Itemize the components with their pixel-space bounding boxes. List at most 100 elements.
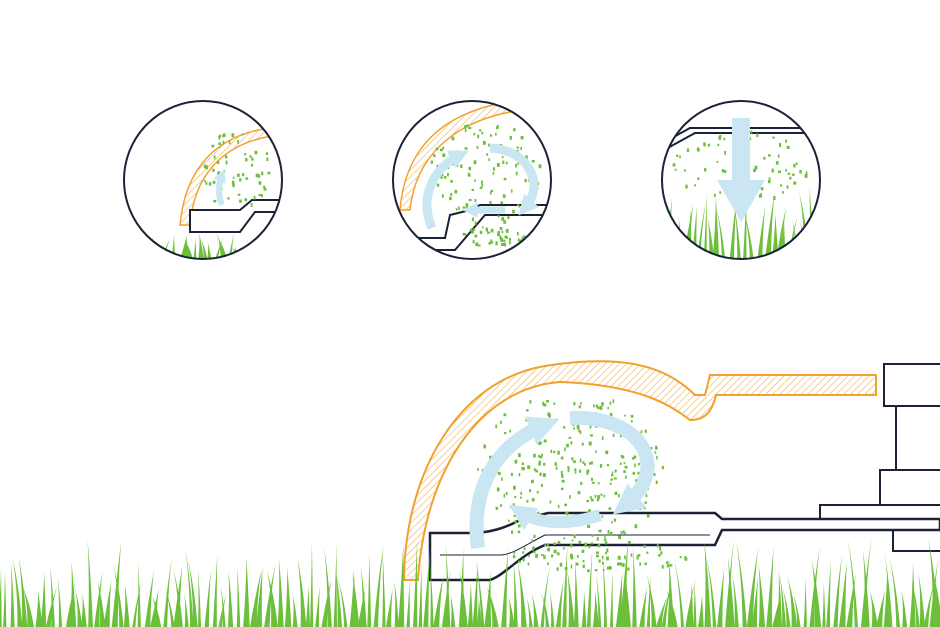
grass-blade [185, 549, 194, 627]
clipping [513, 551, 516, 555]
clipping [499, 226, 503, 231]
clipping [464, 147, 468, 150]
clipping [464, 128, 467, 133]
clipping [684, 557, 688, 561]
grass-blade [673, 557, 685, 627]
clipping [656, 455, 658, 460]
grass-blade [197, 568, 202, 627]
grass-blade [486, 586, 499, 627]
clipping [554, 462, 557, 466]
grass-blade [212, 553, 218, 627]
clipping [487, 231, 491, 234]
grass-blade [111, 541, 122, 627]
housing-section [399, 101, 523, 211]
grass-clippings [430, 124, 542, 247]
clipping [567, 466, 570, 469]
grass-blade [678, 214, 683, 259]
grass-blade [909, 563, 916, 627]
clipping [218, 142, 221, 145]
clipping [591, 481, 595, 484]
clipping [618, 494, 620, 498]
clipping [760, 187, 764, 191]
grass-blade [10, 561, 15, 627]
grass-blade [204, 569, 212, 627]
clipping [597, 543, 601, 548]
clipping [684, 556, 687, 559]
clipping [505, 236, 508, 239]
grass-blade [467, 582, 473, 627]
clipping [553, 402, 556, 405]
grass-blade [137, 561, 141, 627]
grass-blade [541, 592, 550, 627]
clipping [548, 413, 551, 418]
clipping [601, 436, 604, 441]
clipping [529, 400, 532, 404]
grass-blade [540, 565, 551, 627]
grass-blade [693, 581, 697, 627]
clipping [517, 162, 519, 165]
clipping [805, 171, 808, 175]
clipping [578, 540, 582, 544]
clipping [599, 529, 602, 533]
clipping [608, 507, 612, 510]
clipping [570, 441, 573, 445]
grass-blade [216, 232, 225, 259]
clipping [449, 196, 452, 201]
grass-blade [923, 583, 935, 627]
clipping [582, 461, 585, 465]
clipping [513, 128, 516, 132]
clipping [489, 455, 492, 459]
clipping [578, 429, 580, 433]
clipping [703, 142, 706, 147]
clipping [500, 243, 504, 246]
grass-blade [883, 568, 890, 627]
clipping [614, 491, 618, 495]
clipping [598, 559, 601, 563]
clipping [533, 468, 537, 471]
grass-blade [35, 589, 43, 627]
clipping [575, 562, 579, 566]
grass-blade [323, 547, 332, 627]
clipping [574, 468, 577, 472]
clipping [595, 554, 599, 558]
clipping [486, 153, 489, 156]
clipping [652, 473, 656, 476]
clipping [529, 420, 533, 424]
clipping [568, 436, 572, 439]
clipping [723, 170, 727, 173]
clipping [500, 201, 504, 205]
clipping [538, 455, 541, 458]
clipping [777, 154, 780, 158]
clipping [550, 449, 553, 453]
clipping [218, 134, 222, 138]
grass-blade [705, 554, 717, 627]
clipping [245, 177, 249, 180]
clipping [553, 542, 557, 545]
clipping [473, 228, 476, 231]
clipping [507, 216, 510, 220]
clipping [665, 561, 669, 564]
clipping [601, 555, 604, 560]
detail-panel-deposit [661, 100, 821, 260]
grass-blade [49, 564, 55, 627]
clipping [254, 150, 258, 155]
clipping [239, 199, 242, 203]
clipping [441, 173, 444, 177]
clipping [241, 133, 244, 136]
clipping [573, 401, 576, 406]
grass-blade [333, 543, 337, 627]
clipping [697, 149, 700, 152]
clipping [490, 228, 493, 233]
clipping [640, 430, 643, 434]
clipping [549, 500, 552, 504]
clipping [601, 515, 604, 518]
clipping [253, 195, 256, 200]
clipping [638, 507, 642, 510]
grass-blade [184, 593, 189, 627]
clipping [462, 206, 466, 209]
clipping [490, 189, 494, 192]
clipping [599, 463, 603, 468]
clipping [768, 177, 771, 180]
clipping [515, 163, 517, 168]
grass-blade [876, 589, 886, 627]
